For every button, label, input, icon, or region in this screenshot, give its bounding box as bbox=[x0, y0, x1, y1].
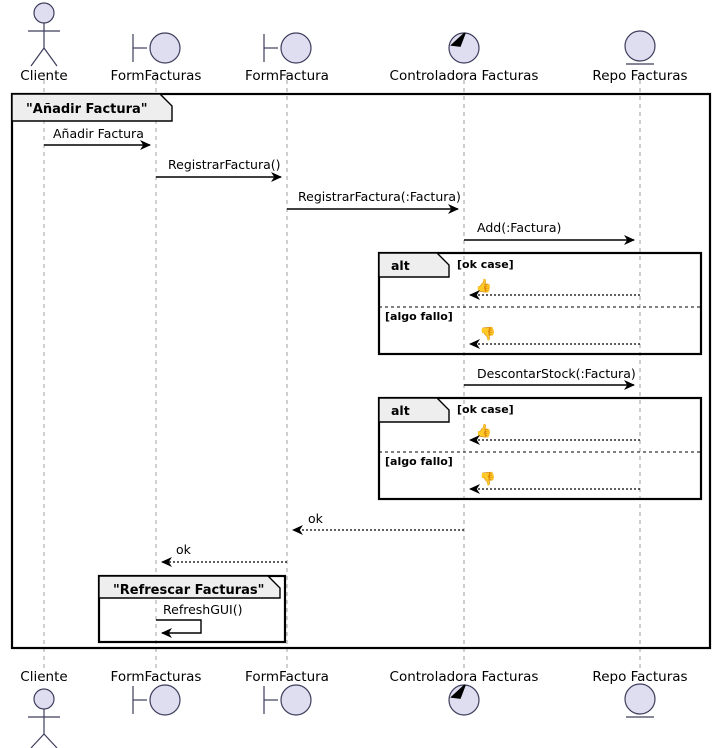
message-add-factura[interactable]: Add(:Factura) bbox=[464, 220, 635, 245]
control-icon-arrow bbox=[450, 32, 466, 47]
actor-leg-left bbox=[30, 47, 45, 67]
message-return-ok-2[interactable]: 👍 bbox=[469, 423, 640, 445]
fragment-alt-2: alt [ok case] 👍 [algo fallo] 👎 bbox=[377, 396, 703, 501]
participant-foot-repo[interactable]: Repo Facturas bbox=[592, 669, 688, 718]
actor-leg-right bbox=[43, 47, 58, 67]
participant-label-controladora: Controladora Facturas bbox=[390, 68, 539, 84]
alt-2-tab bbox=[378, 397, 450, 423]
participant-foot-cliente[interactable]: Cliente bbox=[20, 669, 68, 748]
alt-1-border bbox=[377, 251, 703, 356]
message-label-m4: Add(:Factura) bbox=[477, 220, 561, 235]
participant-foot-label-controladora: Controladora Facturas bbox=[390, 669, 539, 685]
actor-leg-right bbox=[43, 733, 58, 748]
participant-foot-formfactura[interactable]: FormFactura bbox=[245, 669, 329, 716]
group-refrescar-tab bbox=[98, 575, 281, 599]
alt-1-guard-0: [ok case] bbox=[457, 258, 514, 271]
lifelines-group bbox=[43, 72, 641, 668]
fragment-group-refrescar: "Refrescar Facturas" RefreshGUI() bbox=[97, 574, 287, 644]
message-label-m3: RegistrarFactura(:Factura) bbox=[298, 189, 461, 204]
message-registrarfactura[interactable]: RegistrarFactura() bbox=[156, 157, 282, 182]
actor-icon bbox=[33, 688, 55, 710]
alt-2-border bbox=[377, 396, 703, 501]
group-refrescar-label: "Refrescar Facturas" bbox=[113, 583, 264, 598]
message-label-m12: RefreshGUI() bbox=[163, 602, 242, 617]
alt-1-operator-label: alt bbox=[391, 258, 410, 273]
participant-foot-label-cliente: Cliente bbox=[20, 669, 67, 685]
thumbs-down-icon: 👎 bbox=[480, 471, 496, 487]
message-refreshgui[interactable]: RefreshGUI() bbox=[156, 602, 242, 638]
message-return-ok-formfactura[interactable]: ok bbox=[161, 542, 287, 567]
participant-head-cliente[interactable]: Cliente bbox=[20, 2, 68, 84]
participant-head-formfactura[interactable]: FormFactura bbox=[245, 32, 329, 84]
message-return-fail-2[interactable]: 👎 bbox=[469, 471, 640, 494]
alt-2-guard-1: [algo fallo] bbox=[385, 455, 453, 468]
participant-foot-formfacturas[interactable]: FormFacturas bbox=[111, 669, 202, 716]
participant-label-formfactura: FormFactura bbox=[245, 68, 329, 84]
participant-label-cliente: Cliente bbox=[20, 68, 67, 84]
participant-head-formfacturas[interactable]: FormFacturas bbox=[111, 32, 202, 84]
participant-foot-label-repo: Repo Facturas bbox=[592, 669, 687, 685]
thumbs-down-icon: 👎 bbox=[480, 326, 496, 342]
alt-2-operator-label: alt bbox=[391, 403, 410, 418]
message-arrow-m12 bbox=[156, 619, 202, 638]
message-label-m2: RegistrarFactura() bbox=[168, 157, 281, 172]
boundary-icon bbox=[149, 684, 181, 716]
participant-head-repo[interactable]: Repo Facturas bbox=[592, 30, 688, 84]
message-registrarfactura-factura[interactable]: RegistrarFactura(:Factura) bbox=[287, 189, 461, 214]
alt-1-guard-1: [algo fallo] bbox=[385, 310, 453, 323]
message-return-fail-1[interactable]: 👎 bbox=[469, 326, 640, 349]
message-anadir-factura[interactable]: Añadir Factura bbox=[44, 126, 151, 150]
fragment-frame-main: "Añadir Factura" bbox=[10, 92, 712, 650]
entity-icon bbox=[624, 30, 656, 62]
participant-foot-label-formfactura: FormFactura bbox=[245, 669, 329, 685]
message-label-m11: ok bbox=[176, 542, 192, 557]
participant-foot-label-formfacturas: FormFacturas bbox=[111, 669, 202, 685]
message-return-ok-controladora[interactable]: ok bbox=[292, 511, 464, 535]
control-icon-arrow bbox=[450, 684, 466, 699]
alt-1-tab bbox=[378, 252, 450, 278]
frame-main-label: "Añadir Factura" bbox=[26, 102, 148, 117]
message-label-m7: DescontarStock(:Factura) bbox=[477, 366, 636, 381]
fragment-alt-1: alt [ok case] 👍 [algo fallo] 👎 bbox=[377, 251, 703, 356]
boundary-icon bbox=[149, 32, 181, 64]
participant-label-repo: Repo Facturas bbox=[592, 68, 687, 84]
frame-main-border bbox=[10, 92, 712, 650]
message-descontarstock[interactable]: DescontarStock(:Factura) bbox=[464, 366, 636, 390]
actor-icon bbox=[33, 2, 55, 24]
participant-foot-controladora[interactable]: Controladora Facturas bbox=[390, 669, 539, 716]
boundary-icon bbox=[280, 32, 312, 64]
boundary-icon bbox=[280, 684, 312, 716]
thumbs-up-icon: 👍 bbox=[476, 278, 492, 294]
participant-label-formfacturas: FormFacturas bbox=[111, 68, 202, 84]
alt-2-guard-0: [ok case] bbox=[457, 403, 514, 416]
thumbs-up-icon: 👍 bbox=[476, 423, 492, 439]
participant-head-controladora[interactable]: Controladora Facturas bbox=[390, 32, 539, 84]
entity-icon bbox=[624, 683, 656, 715]
frame-main-tab bbox=[11, 93, 173, 122]
message-label-m10: ok bbox=[308, 511, 324, 526]
message-label-m1: Añadir Factura bbox=[53, 126, 144, 141]
message-return-ok-1[interactable]: 👍 bbox=[469, 278, 640, 300]
actor-leg-left bbox=[30, 733, 45, 748]
